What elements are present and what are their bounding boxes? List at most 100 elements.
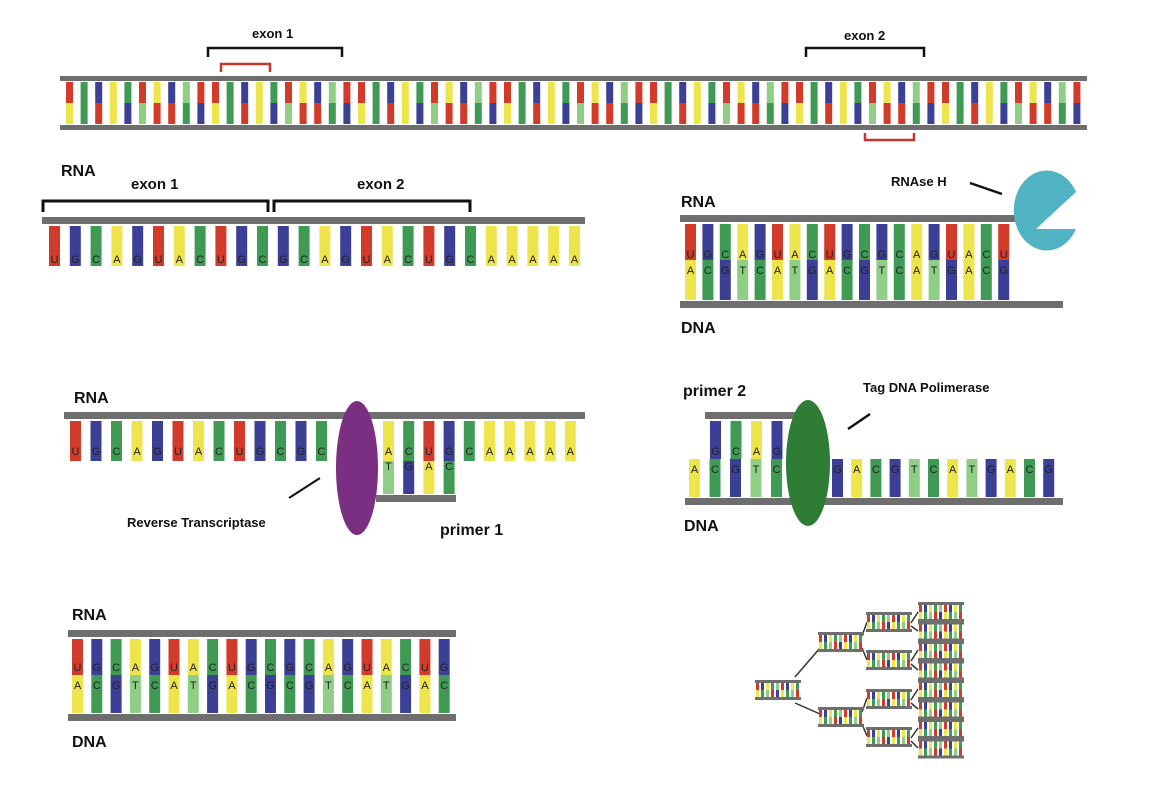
rnase-rna-base	[876, 224, 888, 260]
rnase-dna-base-letter: T	[879, 265, 886, 277]
rnase-rna-base	[789, 224, 801, 260]
rt-rna-base-letter: G	[297, 446, 306, 458]
probe2-bracket	[863, 133, 916, 142]
mrna-base-letter: C	[300, 254, 308, 266]
mrna-base	[90, 226, 102, 266]
dna-copy-icon	[818, 707, 864, 727]
mrna-base-letter: A	[321, 254, 329, 266]
hybrid-rna-base-letter: U	[74, 662, 82, 674]
genomic-bottom-base	[504, 103, 511, 124]
rt-rna-base	[152, 421, 163, 461]
mrna-base-letter: A	[113, 254, 121, 266]
genomic-top-base	[723, 82, 730, 103]
primer1-base-letter: A	[425, 461, 433, 473]
rt-rna-base-letter: A	[486, 446, 494, 458]
taq-polymerase-label: Tag DNA Polimerase	[863, 380, 990, 395]
rt-rna-base-letter: A	[526, 446, 534, 458]
genomic-bottom-base	[591, 103, 599, 124]
pcr-dna-right-base	[947, 459, 959, 497]
rt-rna-base-letter: G	[256, 446, 265, 458]
pcr-dna-left-base-letter: C	[773, 464, 781, 476]
probe1-bracket	[219, 62, 272, 72]
pcr-dna-right-base	[889, 459, 901, 497]
genomic-top-base	[664, 82, 672, 103]
hybrid-rna-base	[380, 639, 392, 675]
primer1-base	[423, 461, 435, 494]
rnase-dna-base	[824, 260, 836, 300]
hybrid-rna-base	[303, 639, 315, 675]
genomic-top-base	[241, 82, 249, 103]
genomic-bottom-base	[124, 103, 132, 124]
genomic-top-base	[139, 82, 146, 103]
mrna-base	[381, 226, 393, 266]
rnase-dna-base	[754, 260, 766, 300]
genomic-bottom-base	[810, 103, 818, 124]
rnase-rna-base	[806, 224, 818, 260]
genomic-bottom-base	[1058, 103, 1066, 124]
hybrid-dna-base	[400, 675, 412, 713]
mrna-base	[173, 226, 185, 266]
genomic-bottom-base	[606, 103, 614, 124]
rnase-h-label: RNAse H	[891, 174, 947, 189]
mrna-exon1-bracket	[41, 199, 270, 212]
hybrid-rna-base	[149, 639, 161, 675]
genomic-bottom-base	[839, 103, 847, 124]
pcr-dna-left-base	[709, 459, 721, 497]
mrna-base-letter: G	[133, 254, 142, 266]
primer2-backbone	[705, 412, 807, 419]
genomic-top-base	[255, 82, 263, 103]
mrna-base-letter: G	[71, 254, 80, 266]
genomic-top-base	[679, 82, 687, 103]
rnase-rna-base	[772, 224, 783, 260]
mrna-base-letter: C	[259, 254, 267, 266]
genomic-bottom-base	[971, 103, 979, 124]
rnase-rna-base	[719, 224, 731, 260]
mrna-base	[444, 226, 456, 266]
genomic-top-base	[1029, 82, 1037, 103]
rnase-rna-base-letter: C	[895, 249, 903, 261]
amplification-branch	[794, 702, 821, 715]
mrna-base-letter: C	[196, 254, 204, 266]
hybrid-dna-base-letter: A	[421, 680, 429, 692]
rnase-rna-base	[754, 224, 766, 260]
hybrid-dna-base-letter: T	[132, 680, 139, 692]
hybrid-rna-base-letter: G	[286, 662, 295, 674]
amplification-branch	[910, 663, 919, 671]
genomic-bottom-base	[752, 103, 760, 124]
rnase-rna-base-letter: U	[948, 249, 956, 261]
hybrid-rna-base	[342, 639, 354, 675]
mrna-base	[506, 226, 518, 266]
hybrid-rna-base	[265, 639, 276, 675]
genomic-bottom-base	[372, 103, 380, 124]
mrna-base	[277, 226, 289, 266]
genomic-bottom-base	[431, 103, 438, 124]
genomic-top-base	[1000, 82, 1008, 103]
primer2-base	[751, 421, 762, 459]
rnase-rna-base	[859, 224, 870, 260]
rt-rna-base-letter: G	[153, 446, 162, 458]
rt-rna-base-letter: A	[567, 446, 575, 458]
rt-rna-base-letter: A	[506, 446, 514, 458]
dna-copy-icon	[918, 719, 964, 739]
rnase-dna-base	[876, 260, 888, 300]
genomic-bottom-base	[109, 103, 117, 124]
genomic-top-base	[796, 82, 803, 103]
mrna-base-letter: A	[550, 254, 558, 266]
genomic-exon2-bracket	[804, 46, 926, 57]
genomic-top-base	[547, 82, 555, 103]
pcr-dna-right-base	[1004, 459, 1016, 497]
primer2-base-letter: C	[732, 446, 740, 458]
genomic-bottom-base	[577, 103, 584, 124]
genomic-top-base	[693, 82, 701, 103]
rnase-rna-base-letter: C	[721, 249, 729, 261]
rt-rna-base-letter: C	[113, 446, 121, 458]
mrna-base	[361, 226, 372, 266]
rnase-dna-base-letter: C	[843, 265, 851, 277]
genomic-top-base	[591, 82, 599, 103]
rnase-rna-base	[737, 224, 749, 260]
rt-rna-base	[484, 421, 495, 461]
pcr-dna-right-base	[832, 459, 843, 497]
pcr-dna-right-base-letter: G	[987, 464, 996, 476]
